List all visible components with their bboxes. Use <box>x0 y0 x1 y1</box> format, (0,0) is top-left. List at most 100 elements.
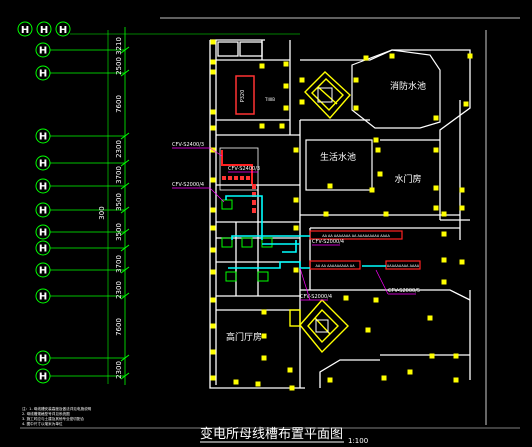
column-marker <box>210 269 216 275</box>
column-marker <box>373 137 379 143</box>
tag-leaders <box>172 147 416 301</box>
equipment-labels: AA AA AAAAAAA AA AAAAAAAAA AAAA AA AA AA… <box>315 234 419 268</box>
room-name: 消防水池 <box>390 80 426 92</box>
switchgear <box>219 147 273 282</box>
column-marker <box>293 225 299 231</box>
stair-core-north <box>304 71 351 120</box>
note-line: 3. 施工时应与土建及其他专业密切配合 <box>22 416 84 421</box>
column-marker <box>389 53 395 59</box>
column-marker <box>369 187 375 193</box>
column-marker <box>381 375 387 381</box>
busway-tag: CFV-S2400/3 <box>172 142 204 148</box>
axis-bubble-label: H <box>39 132 47 143</box>
dimension-tick <box>120 132 130 140</box>
note-line: 注：1. 母线槽安装高度及做法详见电施说明 <box>22 406 92 411</box>
transformer-block: P320 TIIIIB <box>235 75 275 115</box>
dimension-text: 3500 <box>115 223 123 241</box>
busway-cyan <box>225 195 386 269</box>
dimension-text: 2500 <box>115 57 123 75</box>
column-marker <box>293 197 299 203</box>
column-marker <box>353 105 359 111</box>
column-marker <box>210 297 216 303</box>
column-marker <box>433 185 439 191</box>
equipment-label: AA AA AAAAAAA AA AAAAAAAAA AAAA <box>322 234 390 238</box>
axis-bubble-label: H <box>39 159 47 170</box>
column-marker <box>459 259 465 265</box>
dimension-tick <box>120 182 130 190</box>
busway-tag: CFV-S2000/5 <box>388 288 420 294</box>
axis-bubble <box>35 42 51 58</box>
column-marker <box>383 211 389 217</box>
dimension-tick <box>120 159 130 167</box>
column-marker <box>463 101 469 107</box>
column-marker <box>343 295 349 301</box>
dimension-tick <box>120 69 130 77</box>
drawing-border <box>20 17 520 429</box>
dimension-text: 3210 <box>115 37 123 55</box>
column-marker <box>279 123 285 129</box>
dimension-text: 3700 <box>115 255 123 273</box>
dimension-tick <box>120 292 130 300</box>
column-marker <box>210 69 216 75</box>
column-marker <box>210 349 216 355</box>
axis-bubble <box>35 288 51 304</box>
column-marker <box>299 99 305 105</box>
column-marker <box>441 279 447 285</box>
column-marker <box>210 39 216 45</box>
room-name: 生活水池 <box>320 151 356 163</box>
dimension-text: 2300 <box>115 140 123 158</box>
column-marker <box>323 211 329 217</box>
dimension-tick <box>120 354 130 362</box>
column-marker <box>259 63 265 69</box>
column-marker <box>427 315 433 321</box>
busway-tag: CFV-S2400/3 <box>228 166 260 172</box>
column-marker <box>433 115 439 121</box>
axis-bubble-label: H <box>39 292 47 303</box>
stair-core-south <box>289 298 349 354</box>
busway-red <box>221 150 421 270</box>
column-marker <box>453 353 459 359</box>
notes: 注：1. 母线槽安装高度及做法详见电施说明 2. 母线槽规格型号详见系统图 3.… <box>22 406 92 426</box>
axis-bubble <box>35 128 51 144</box>
column-marker <box>210 375 216 381</box>
column-marker <box>429 353 435 359</box>
axis-bubble-label: H <box>39 182 47 193</box>
dimension-text: 7600 <box>115 318 123 336</box>
top-bubble-label: H <box>21 25 29 36</box>
room-names: 消防水池 生活水池 水门房 高门厅房 <box>226 80 426 343</box>
axis-bubble <box>35 178 51 194</box>
axis-bubble-label: H <box>39 69 47 80</box>
axis-bubble <box>35 224 51 240</box>
column-marker <box>283 83 289 89</box>
column-marker <box>433 205 439 211</box>
column-marker <box>363 55 369 61</box>
column-marker <box>261 309 267 315</box>
axis-bubble-label: H <box>39 266 47 277</box>
column-marker <box>210 207 216 213</box>
busway-tag: CFV-S2000/4 <box>312 239 344 245</box>
top-bubble-label: H <box>59 25 67 36</box>
column-marker <box>287 367 293 373</box>
dimension-tick <box>120 266 130 274</box>
column-marker <box>353 77 359 83</box>
axis-bubble <box>35 65 51 81</box>
column-marker <box>375 147 381 153</box>
dimension-text: 2300 <box>115 361 123 379</box>
column-marker <box>283 61 289 67</box>
column-marker <box>261 333 267 339</box>
column-marker <box>210 59 216 65</box>
column-marker <box>327 377 333 383</box>
column-marker <box>377 171 383 177</box>
axis-bubble <box>35 350 51 366</box>
busway-tag: CFV-S2000/4 <box>172 182 204 188</box>
dimension-tick <box>120 244 130 252</box>
column-marker <box>293 267 299 273</box>
busway-tags: CFV-S2400/3 CFV-S2400/3 CFV-S2000/4 CFV-… <box>172 142 420 300</box>
small-room-label: TIIIIB <box>264 97 275 102</box>
axis-bubble-label: H <box>39 354 47 365</box>
column-marker <box>407 369 413 375</box>
room-name: 高门厅房 <box>226 331 262 343</box>
axis-grid <box>70 27 300 385</box>
dimension-text: 2300 <box>115 281 123 299</box>
